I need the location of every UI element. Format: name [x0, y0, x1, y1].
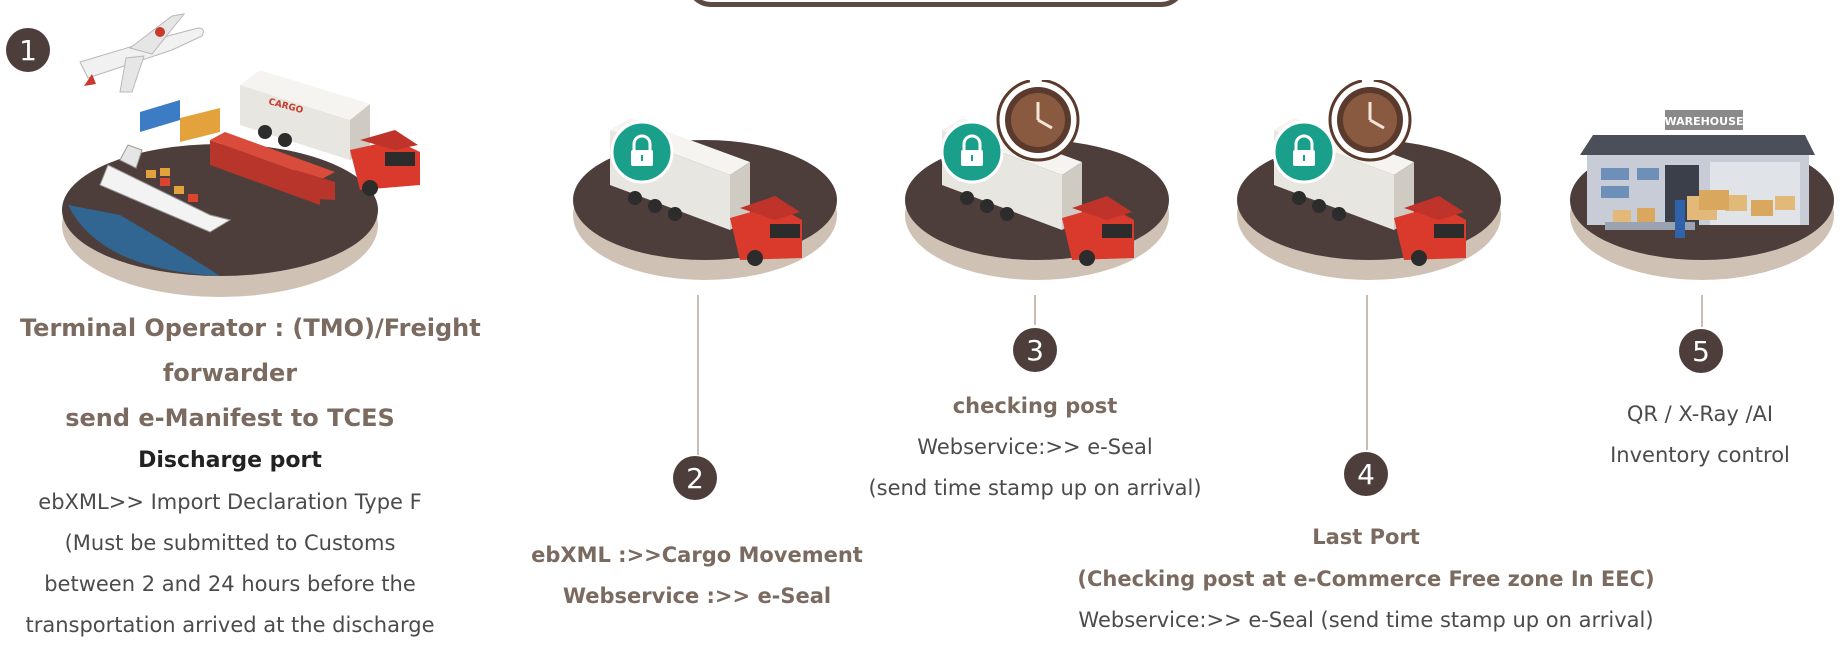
step1-badge: 1	[6, 28, 50, 72]
step5-connector	[1701, 295, 1703, 327]
step1-title-line1: Terminal Operator : (TMO)/Freight	[20, 306, 440, 351]
clock-icon	[1330, 80, 1410, 160]
step1-illustration: CARGO	[60, 0, 440, 300]
step3-connector	[1034, 295, 1036, 325]
airplane-icon	[80, 14, 203, 92]
step4-illustration	[1232, 80, 1512, 300]
step1-body-line4: transportation arrived at the discharge	[20, 605, 440, 646]
step4-connector	[1366, 295, 1368, 450]
step3-illustration	[900, 80, 1180, 300]
lock-icon	[942, 122, 1002, 182]
step1-title-line3: send e-Manifest to TCES	[20, 396, 440, 441]
step1-body-line1: ebXML>> Import Declaration Type F	[20, 482, 440, 523]
step2-badge: 2	[673, 456, 717, 500]
step3-line3: (send time stamp up on arrival)	[835, 468, 1235, 509]
step2-illustration	[570, 100, 850, 300]
step3-line2: Webservice:>> e-Seal	[835, 427, 1235, 468]
step5-badge: 5	[1679, 329, 1723, 373]
lock-icon	[612, 122, 672, 182]
step4-line2: (Checking post at e-Commerce Free zone I…	[1016, 559, 1716, 600]
step1-body-line3: between 2 and 24 hours before the	[20, 564, 440, 605]
step5-illustration: WAREHOUSE	[1565, 100, 1840, 300]
step4-line1: Last Port	[1016, 517, 1716, 558]
step1-subtitle: Discharge port	[20, 441, 440, 481]
step5-line2: Inventory control	[1540, 435, 1840, 476]
step5-line1: QR / X-Ray /AI	[1540, 394, 1840, 435]
step2-line2: Webservice :>> e-Seal	[497, 576, 897, 617]
warehouse-label: WAREHOUSE	[1664, 115, 1743, 128]
step2-connector	[697, 295, 699, 455]
clock-icon	[998, 80, 1078, 160]
step3-line1: checking post	[835, 386, 1235, 427]
step1-title-line2: forwarder	[20, 351, 440, 396]
top-banner-edge	[686, 0, 1186, 7]
step3-badge: 3	[1013, 328, 1057, 372]
step4-badge: 4	[1344, 452, 1388, 496]
step4-line3: Webservice:>> e-Seal (send time stamp up…	[1016, 600, 1716, 641]
lock-icon	[1274, 122, 1334, 182]
step1-body-line2: (Must be submitted to Customs	[20, 523, 440, 564]
step2-line1: ebXML :>>Cargo Movement	[497, 535, 897, 576]
